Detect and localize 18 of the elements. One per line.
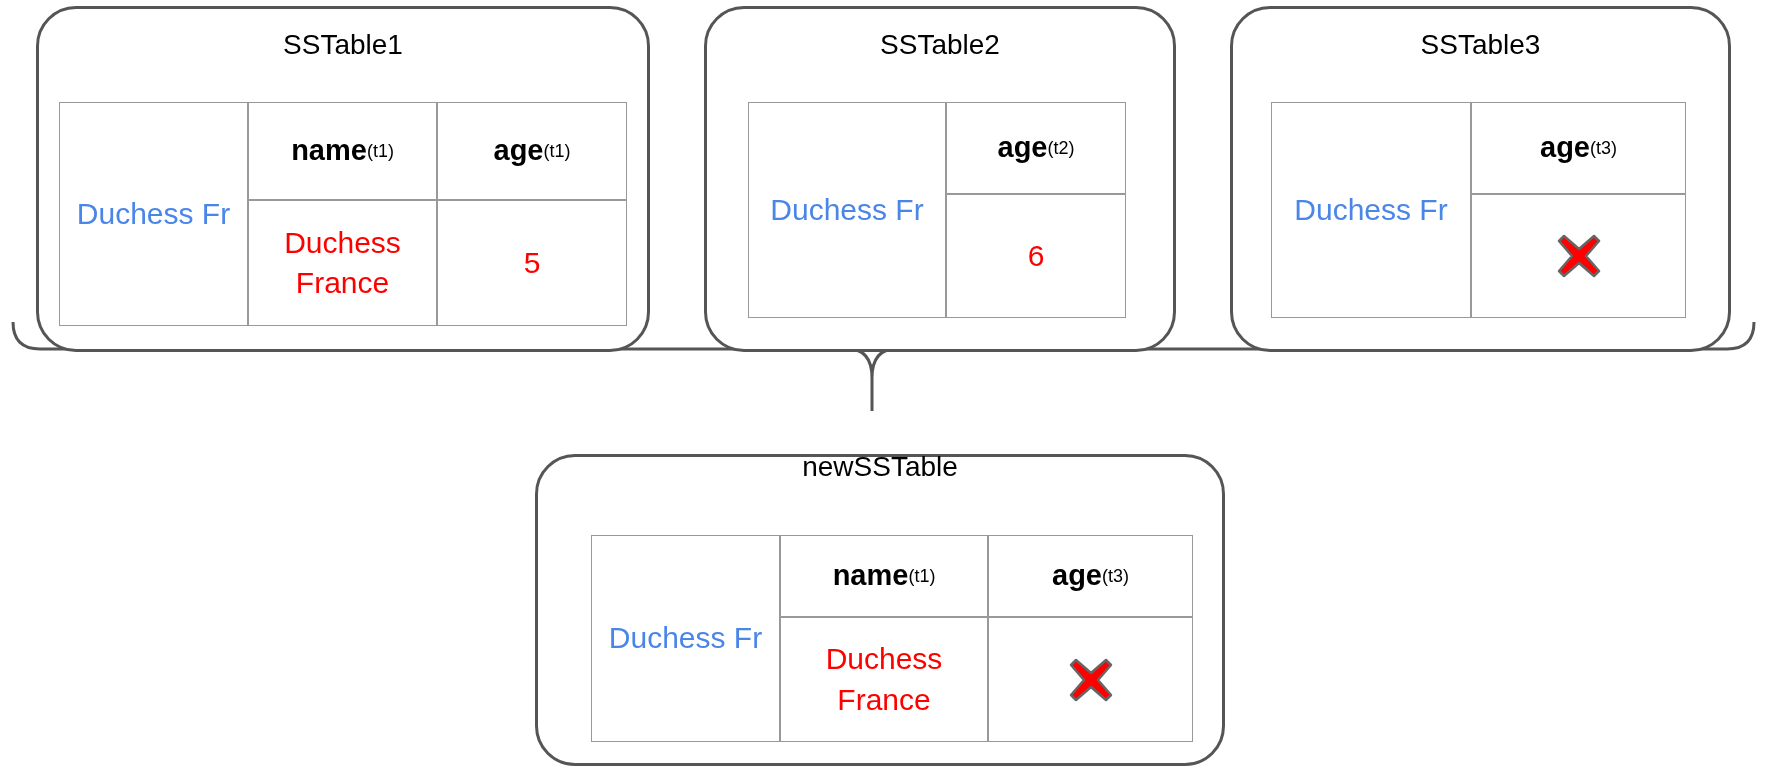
panel-title: SSTable1 <box>283 29 403 61</box>
table-cell: 6 <box>946 194 1126 318</box>
panel-title: newSSTable <box>802 451 958 483</box>
table-cell <box>1471 194 1686 318</box>
table-cell <box>988 617 1193 742</box>
table-cell: Duchess Fr <box>591 535 780 742</box>
sstable-panel <box>704 6 1176 352</box>
table-cell: Duchess Fr <box>1271 102 1471 318</box>
table-cell: Duchess France <box>780 617 988 742</box>
table-cell: Duchess Fr <box>748 102 946 318</box>
sstable-panel <box>1230 6 1731 352</box>
panel-title: SSTable2 <box>880 29 1000 61</box>
table-cell: Duchess Fr <box>59 102 248 326</box>
table-cell: Duchess France <box>248 200 437 326</box>
sstable-panel <box>535 454 1225 766</box>
sstable-panel <box>36 6 650 352</box>
table-cell: 5 <box>437 200 627 326</box>
panel-title: SSTable3 <box>1420 29 1541 61</box>
